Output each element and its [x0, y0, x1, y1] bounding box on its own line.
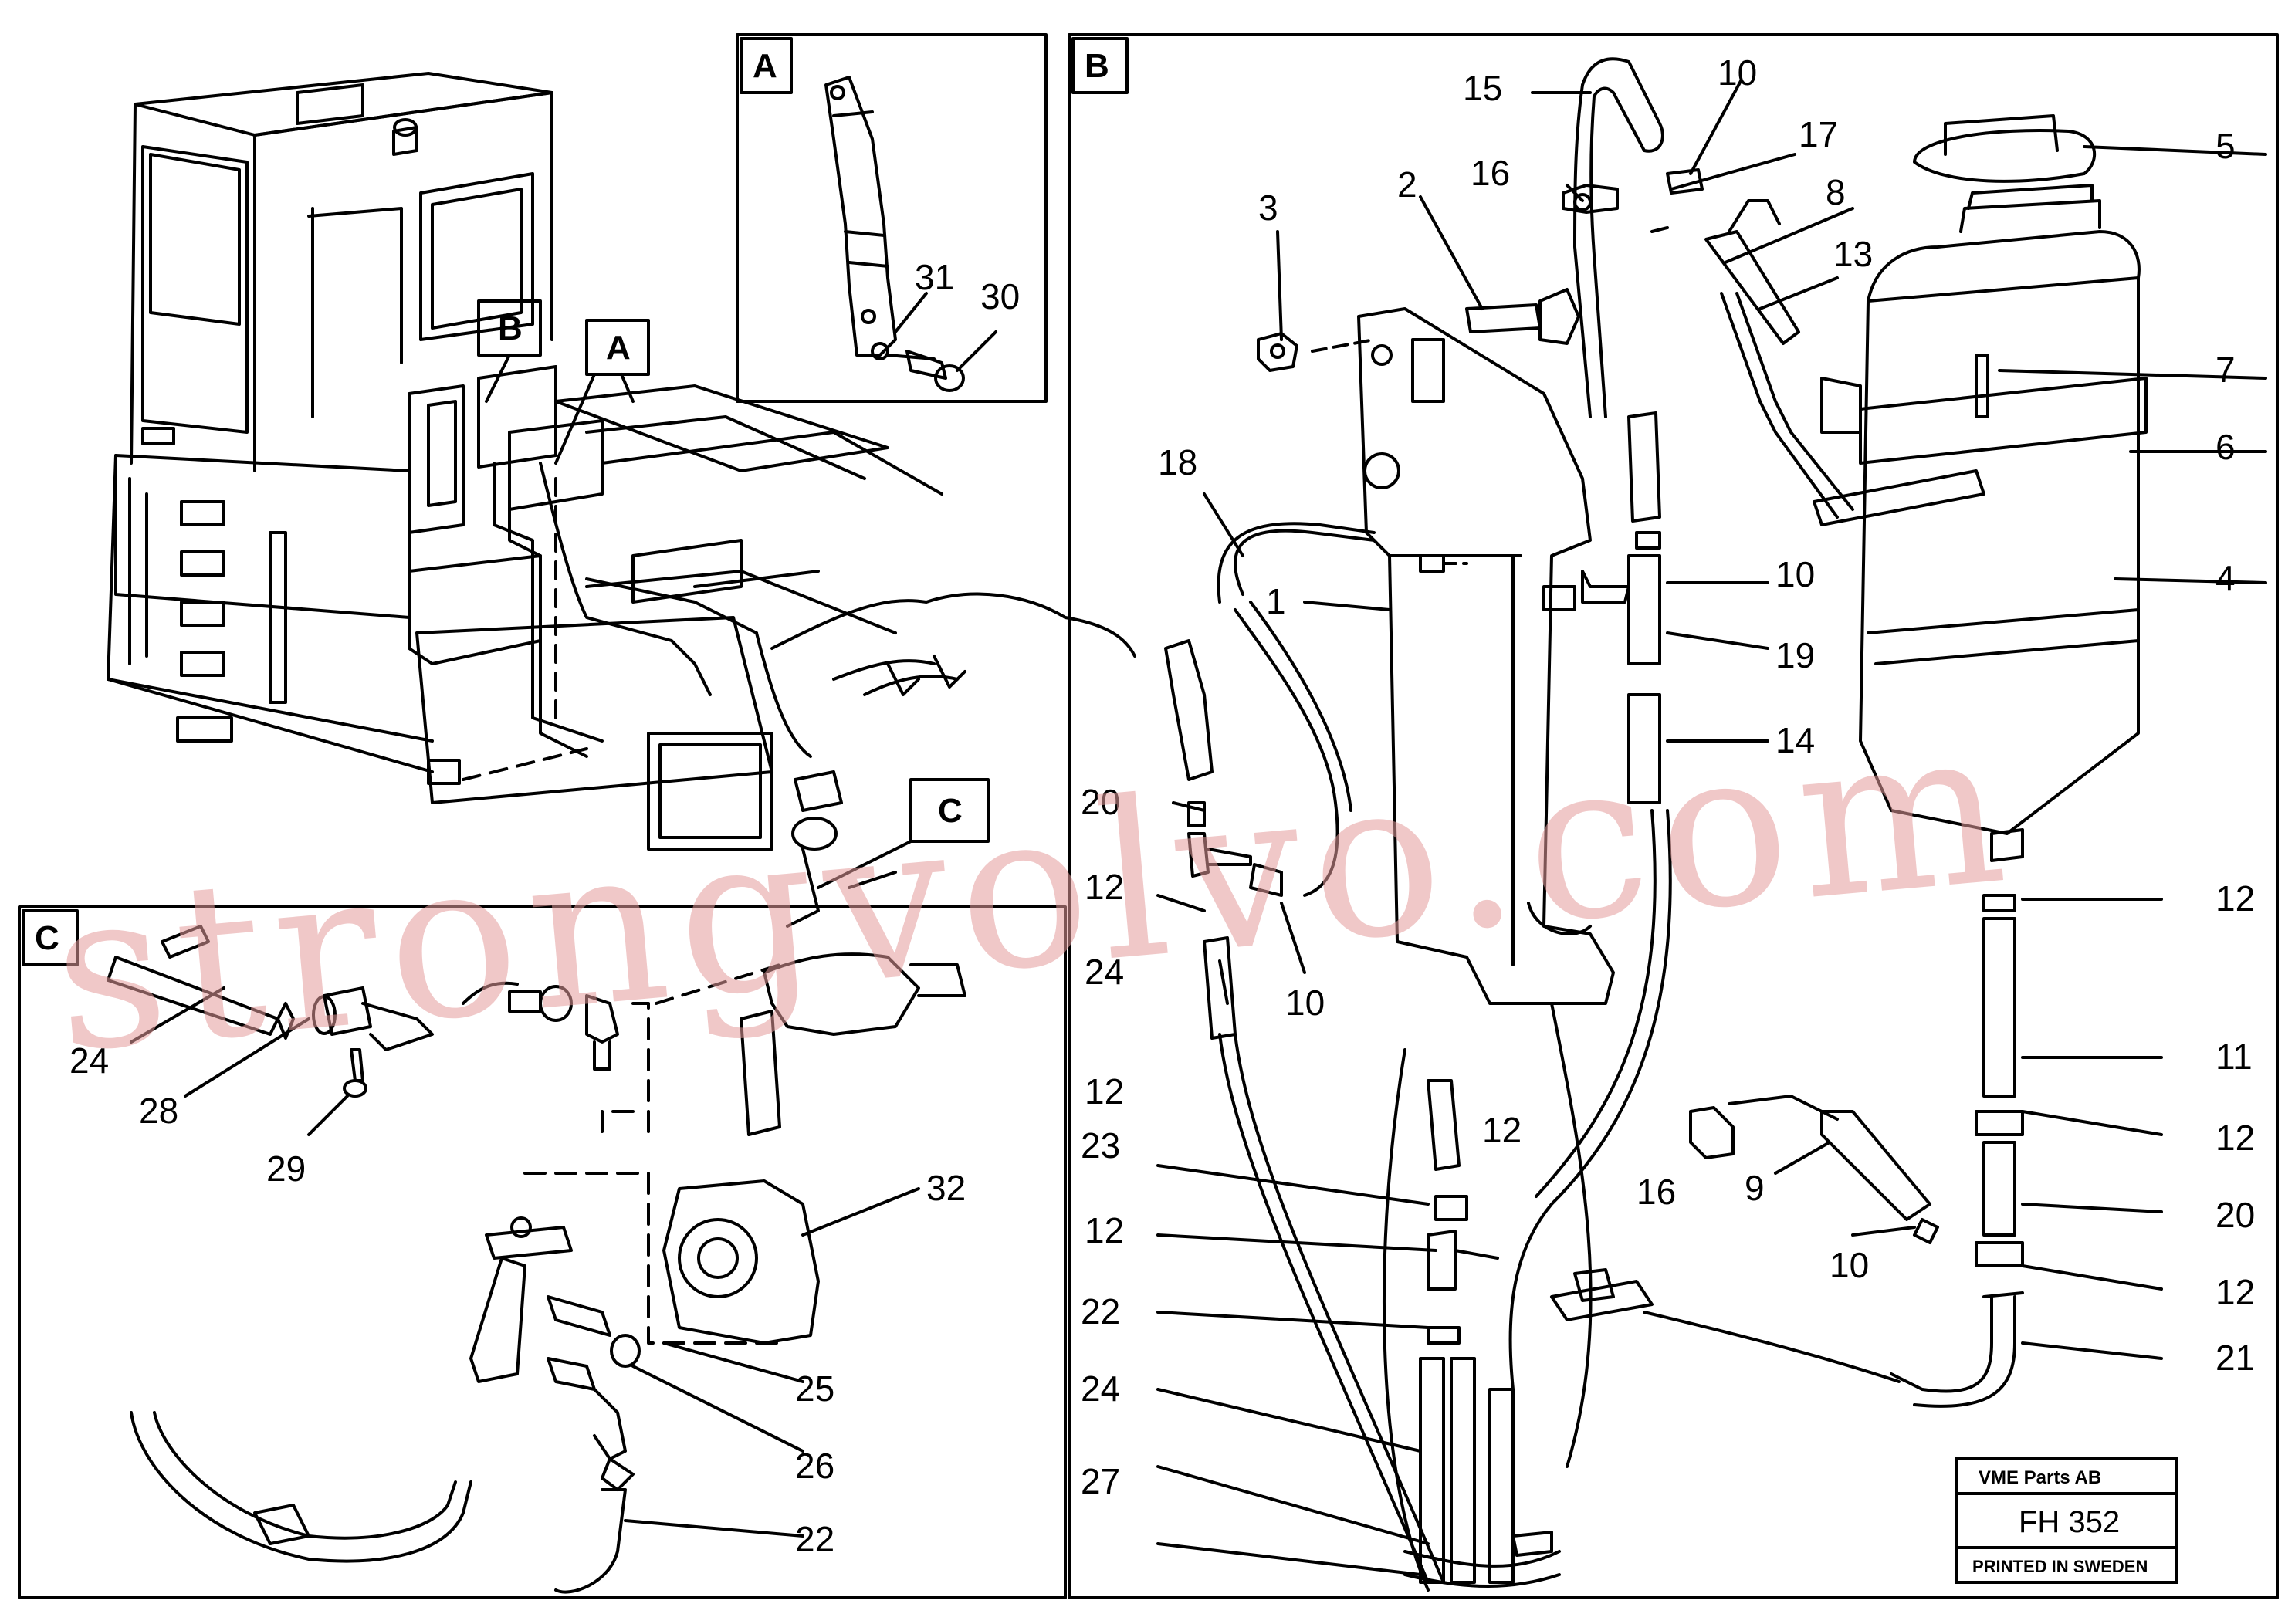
part-label: 32: [926, 1168, 966, 1208]
part-label: 2: [1397, 164, 1417, 205]
part-label: 22: [795, 1519, 834, 1559]
part-label: 4: [2215, 558, 2236, 598]
callout-box-c: [817, 778, 990, 889]
overview-callout-a: A: [606, 329, 631, 367]
title-block: VME Parts AB FH 352 PRINTED IN SWEDEN: [1955, 1457, 2178, 1584]
part-label: 12: [2215, 1118, 2255, 1158]
part-label: 9: [1745, 1168, 1765, 1208]
part-label: 1: [1266, 581, 1286, 621]
part-label: 12: [1482, 1110, 1522, 1150]
part-label: 12: [2215, 878, 2255, 919]
panel-b-drawing: [1156, 57, 2267, 1592]
part-label: 21: [2215, 1338, 2255, 1378]
part-label: 12: [1085, 1071, 1124, 1111]
part-label: 12: [1085, 867, 1124, 907]
part-label: 6: [2215, 427, 2236, 467]
panel-c-letter-box: [22, 909, 79, 966]
part-label: 12: [1085, 1210, 1124, 1250]
part-label: 13: [1833, 234, 1873, 274]
part-label: 7: [2215, 350, 2236, 390]
part-label: 29: [266, 1149, 306, 1189]
part-label: 15: [1463, 68, 1502, 108]
panel-c-frame: [18, 905, 1067, 1599]
panel-c-letter: C: [35, 919, 59, 957]
panel-a-letter: A: [753, 47, 777, 85]
part-label: 12: [2215, 1272, 2255, 1312]
part-label: 3: [1258, 188, 1278, 228]
part-label: 20: [2215, 1195, 2255, 1235]
part-label: 24: [1085, 952, 1124, 992]
part-label: 10: [1775, 554, 1815, 594]
panel-b-letter: B: [1085, 47, 1109, 85]
title-block-company: VME Parts AB: [1979, 1467, 2101, 1488]
overview-callout-b: B: [498, 310, 523, 347]
overview-callout-c: C: [938, 792, 963, 830]
title-block-code: FH 352: [2019, 1505, 2120, 1539]
part-label: 27: [1081, 1461, 1120, 1501]
part-label: 14: [1775, 720, 1815, 760]
part-label: 8: [1826, 172, 1846, 212]
part-label: 16: [1471, 153, 1510, 193]
part-label: 19: [1775, 635, 1815, 675]
part-label: 26: [795, 1446, 834, 1486]
part-label: 31: [915, 257, 954, 297]
panel-a-frame: [736, 33, 1048, 403]
part-label: 24: [69, 1040, 109, 1081]
part-label: 10: [1830, 1245, 1869, 1285]
part-label: 30: [980, 276, 1020, 316]
part-label: 10: [1285, 983, 1325, 1023]
part-label: 17: [1799, 114, 1838, 154]
panel-b-letter-box: [1071, 37, 1129, 94]
part-label: 23: [1081, 1125, 1120, 1166]
panel-c-drawing: [107, 925, 966, 1594]
part-label: 28: [139, 1091, 178, 1131]
callout-box-b: [477, 299, 542, 403]
part-label: 24: [1081, 1369, 1120, 1409]
part-label: 20: [1081, 782, 1120, 822]
part-label: 25: [795, 1369, 834, 1409]
panel-a-letter-box: [740, 37, 793, 94]
part-label: 22: [1081, 1291, 1120, 1331]
panel-b-frame: [1068, 33, 2279, 1599]
part-label: 5: [2215, 126, 2236, 166]
part-label: 18: [1158, 442, 1197, 482]
part-label: 11: [2215, 1037, 2253, 1077]
panel-a-bracket: [824, 76, 997, 392]
part-label: 16: [1637, 1172, 1676, 1212]
callout-box-a: [554, 319, 650, 465]
part-label: 10: [1718, 52, 1757, 93]
title-block-printed: PRINTED IN SWEDEN: [1972, 1557, 2148, 1576]
